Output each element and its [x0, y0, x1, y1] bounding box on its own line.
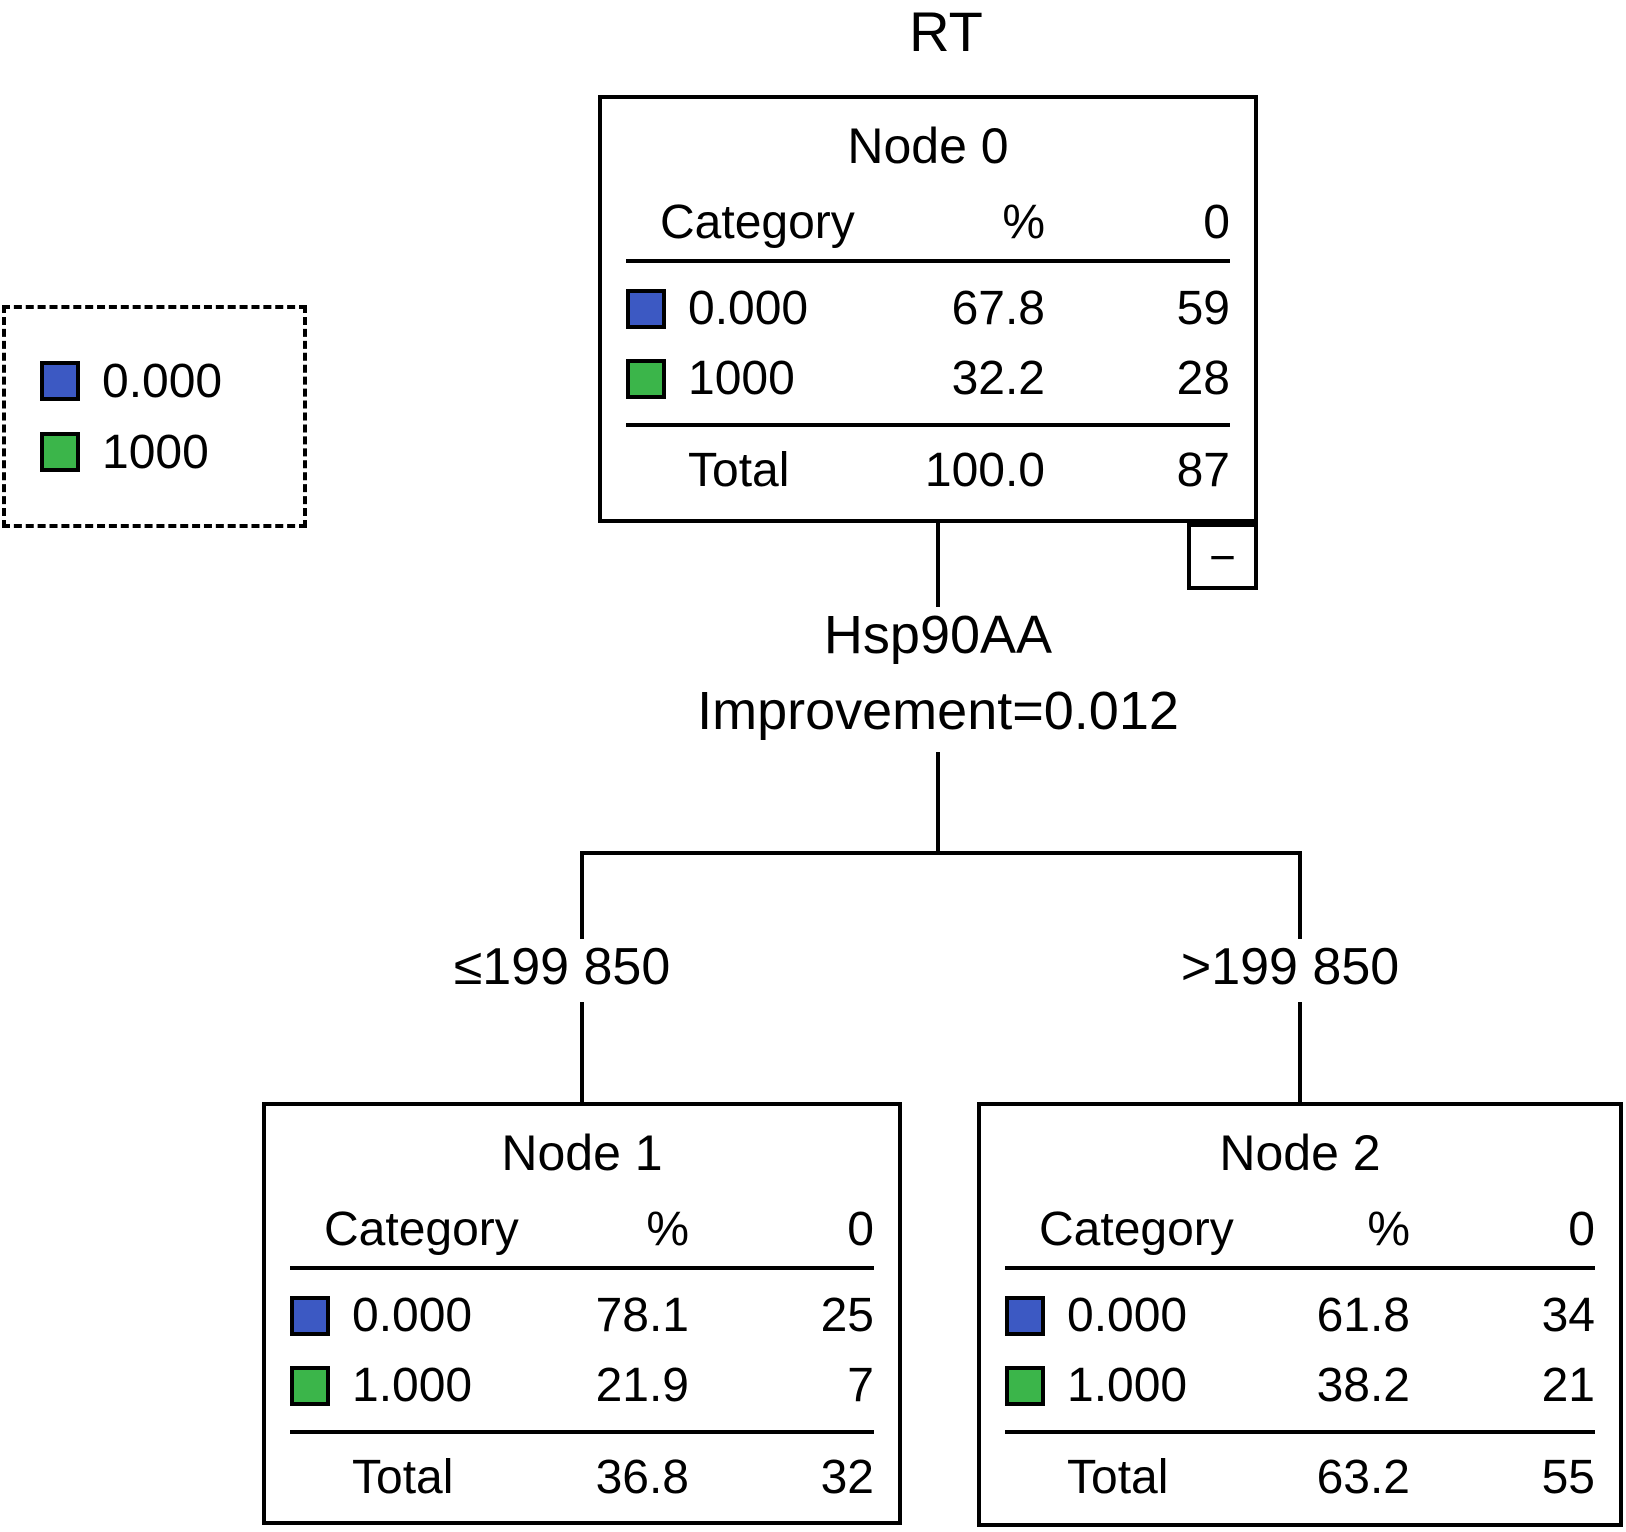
- column-header-count: 0: [1568, 1203, 1595, 1256]
- row-category: 1.000: [1067, 1359, 1188, 1412]
- column-header-percent: %: [646, 1203, 689, 1256]
- total-percent: 36.8: [595, 1451, 689, 1504]
- node-0-title: Node 0: [847, 118, 1009, 174]
- row-percent: 78.1: [595, 1289, 689, 1342]
- collapse-node-0-button[interactable]: −: [1187, 523, 1258, 590]
- total-row: Total 100.0 87: [626, 443, 1230, 499]
- row-percent: 38.2: [1316, 1359, 1410, 1412]
- connector-right-lower: [1298, 1002, 1302, 1102]
- table-row: 0.000 61.8 34: [1005, 1288, 1595, 1344]
- table-row: 0.000 67.8 59: [626, 281, 1230, 337]
- row-category: 0.000: [352, 1289, 473, 1342]
- row-percent: 61.8: [1316, 1289, 1410, 1342]
- header-rule: [1005, 1266, 1595, 1270]
- total-rule: [1005, 1430, 1595, 1434]
- row-count: 34: [1541, 1289, 1595, 1342]
- category-1-swatch-icon: [40, 432, 80, 472]
- node-1-title: Node 1: [501, 1125, 663, 1181]
- category-0-swatch-icon: [1005, 1296, 1045, 1336]
- total-label: Total: [352, 1451, 454, 1504]
- node-2-table: Category % 0 0.000 61.8 34 1.000 38.2 21…: [1005, 1202, 1595, 1506]
- column-header-category: Category: [660, 196, 855, 249]
- total-row: Total 63.2 55: [1005, 1450, 1595, 1506]
- column-header-category: Category: [1039, 1203, 1234, 1256]
- right-branch-condition: >199 850: [1180, 938, 1400, 996]
- tree-title: RT: [909, 0, 983, 63]
- total-count: 32: [820, 1451, 874, 1504]
- total-percent: 63.2: [1316, 1451, 1410, 1504]
- category-1-swatch-icon: [290, 1366, 330, 1406]
- category-0-swatch-icon: [40, 361, 80, 401]
- row-percent: 21.9: [595, 1359, 689, 1412]
- node-1-table-header: Category % 0: [290, 1202, 874, 1258]
- legend-label-1: 1000: [102, 425, 209, 479]
- row-percent: 32.2: [951, 352, 1045, 405]
- node-2-table-header: Category % 0: [1005, 1202, 1595, 1258]
- column-header-percent: %: [1367, 1203, 1410, 1256]
- row-category: 0.000: [688, 282, 809, 335]
- table-row: 0.000 78.1 25: [290, 1288, 874, 1344]
- total-row: Total 36.8 32: [290, 1450, 874, 1506]
- total-count: 55: [1541, 1451, 1595, 1504]
- category-0-swatch-icon: [626, 289, 666, 329]
- split-variable-label: Hsp90AA: [823, 605, 1053, 665]
- category-0-swatch-icon: [290, 1296, 330, 1336]
- row-count: 7: [847, 1359, 874, 1412]
- legend-item-1: 1000: [40, 425, 303, 480]
- legend-item-0: 0.000: [40, 354, 303, 409]
- connector-right-upper: [1298, 851, 1302, 939]
- legend-box: 0.000 1000: [2, 305, 307, 528]
- row-category: 1000: [688, 352, 795, 405]
- column-header-count: 0: [847, 1203, 874, 1256]
- left-branch-condition: ≤199 850: [453, 938, 671, 996]
- node-0-table-header: Category % 0: [626, 195, 1230, 251]
- header-rule: [290, 1266, 874, 1270]
- node-2-title: Node 2: [1219, 1125, 1381, 1181]
- total-percent: 100.0: [924, 444, 1045, 497]
- column-header-count: 0: [1203, 196, 1230, 249]
- row-category: 1.000: [352, 1359, 473, 1412]
- node-0-box: Node 0 Category % 0 0.000 67.8 59 1000 3…: [598, 95, 1258, 523]
- node-0-table: Category % 0 0.000 67.8 59 1000 32.2 28 …: [626, 195, 1230, 499]
- table-row: 1.000 38.2 21: [1005, 1358, 1595, 1414]
- node-2-box: Node 2 Category % 0 0.000 61.8 34 1.000 …: [977, 1102, 1623, 1527]
- legend-label-0: 0.000: [102, 354, 223, 408]
- row-percent: 67.8: [951, 282, 1045, 335]
- total-rule: [290, 1430, 874, 1434]
- node-1-table: Category % 0 0.000 78.1 25 1.000 21.9 7 …: [290, 1202, 874, 1506]
- header-rule: [626, 259, 1230, 263]
- connector-rail: [580, 851, 1302, 855]
- row-count: 21: [1541, 1359, 1595, 1412]
- total-label: Total: [1067, 1451, 1169, 1504]
- connector-root-lower: [936, 752, 940, 851]
- connector-left-lower: [580, 1002, 584, 1102]
- category-1-swatch-icon: [626, 359, 666, 399]
- row-count: 59: [1176, 282, 1230, 335]
- total-label: Total: [688, 444, 790, 497]
- connector-left-upper: [580, 851, 584, 939]
- row-count: 28: [1176, 352, 1230, 405]
- total-count: 87: [1176, 444, 1230, 497]
- table-row: 1000 32.2 28: [626, 351, 1230, 407]
- connector-root-upper: [936, 523, 940, 607]
- row-category: 0.000: [1067, 1289, 1188, 1342]
- row-count: 25: [820, 1289, 874, 1342]
- category-1-swatch-icon: [1005, 1366, 1045, 1406]
- split-improvement-label: Improvement=0.012: [697, 681, 1179, 741]
- total-rule: [626, 423, 1230, 427]
- table-row: 1.000 21.9 7: [290, 1358, 874, 1414]
- column-header-category: Category: [324, 1203, 519, 1256]
- node-1-box: Node 1 Category % 0 0.000 78.1 25 1.000 …: [262, 1102, 902, 1525]
- column-header-percent: %: [1002, 196, 1045, 249]
